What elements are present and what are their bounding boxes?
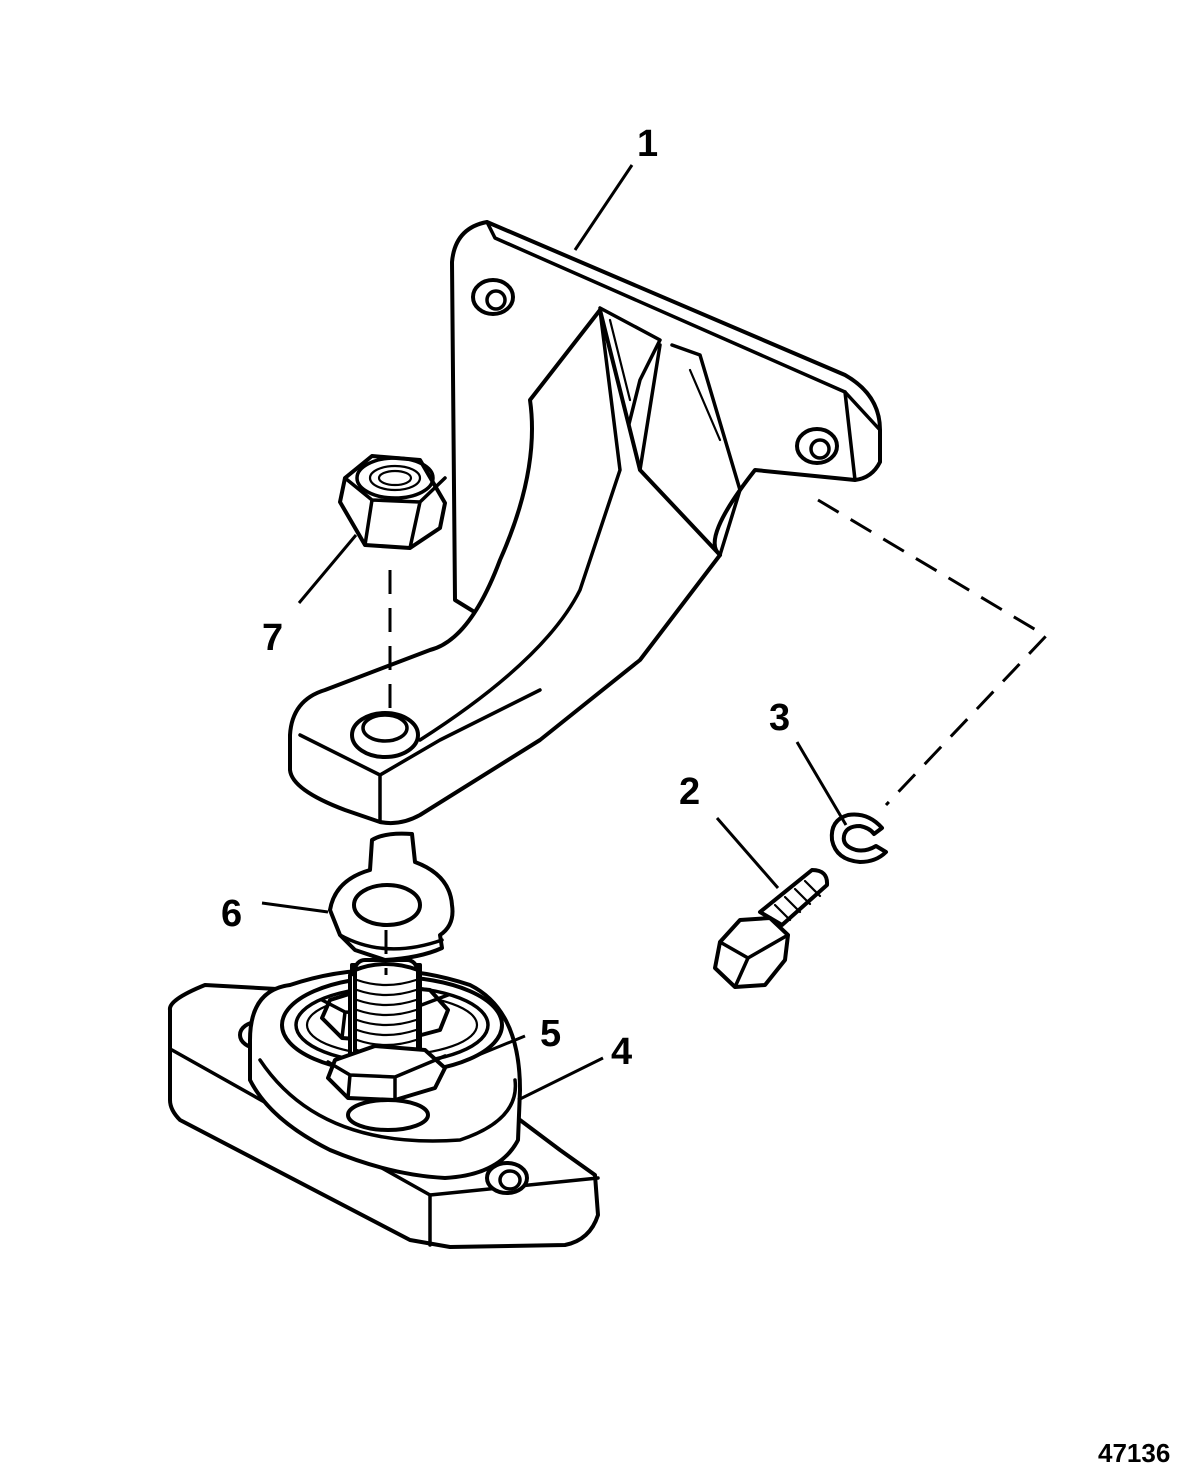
threaded-stud-icon xyxy=(326,962,447,1132)
callout-7: 7 xyxy=(262,617,283,659)
figure-number: 47136 xyxy=(1098,1438,1170,1468)
callout-3: 3 xyxy=(769,697,790,739)
hex-bolt-icon xyxy=(713,868,830,989)
callout-labels: 1 2 3 4 5 6 7 xyxy=(221,123,790,1073)
hex-nut-icon xyxy=(338,454,447,550)
callout-5: 5 xyxy=(540,1013,561,1055)
callout-4: 4 xyxy=(611,1031,632,1073)
engine-mount-bracket-icon xyxy=(288,220,882,826)
lock-washer-icon xyxy=(829,812,888,864)
callout-1: 1 xyxy=(637,123,658,165)
callout-2: 2 xyxy=(679,771,700,813)
leader-lines xyxy=(261,164,1049,1102)
tab-washer-icon xyxy=(328,831,455,962)
callout-6: 6 xyxy=(221,893,242,935)
